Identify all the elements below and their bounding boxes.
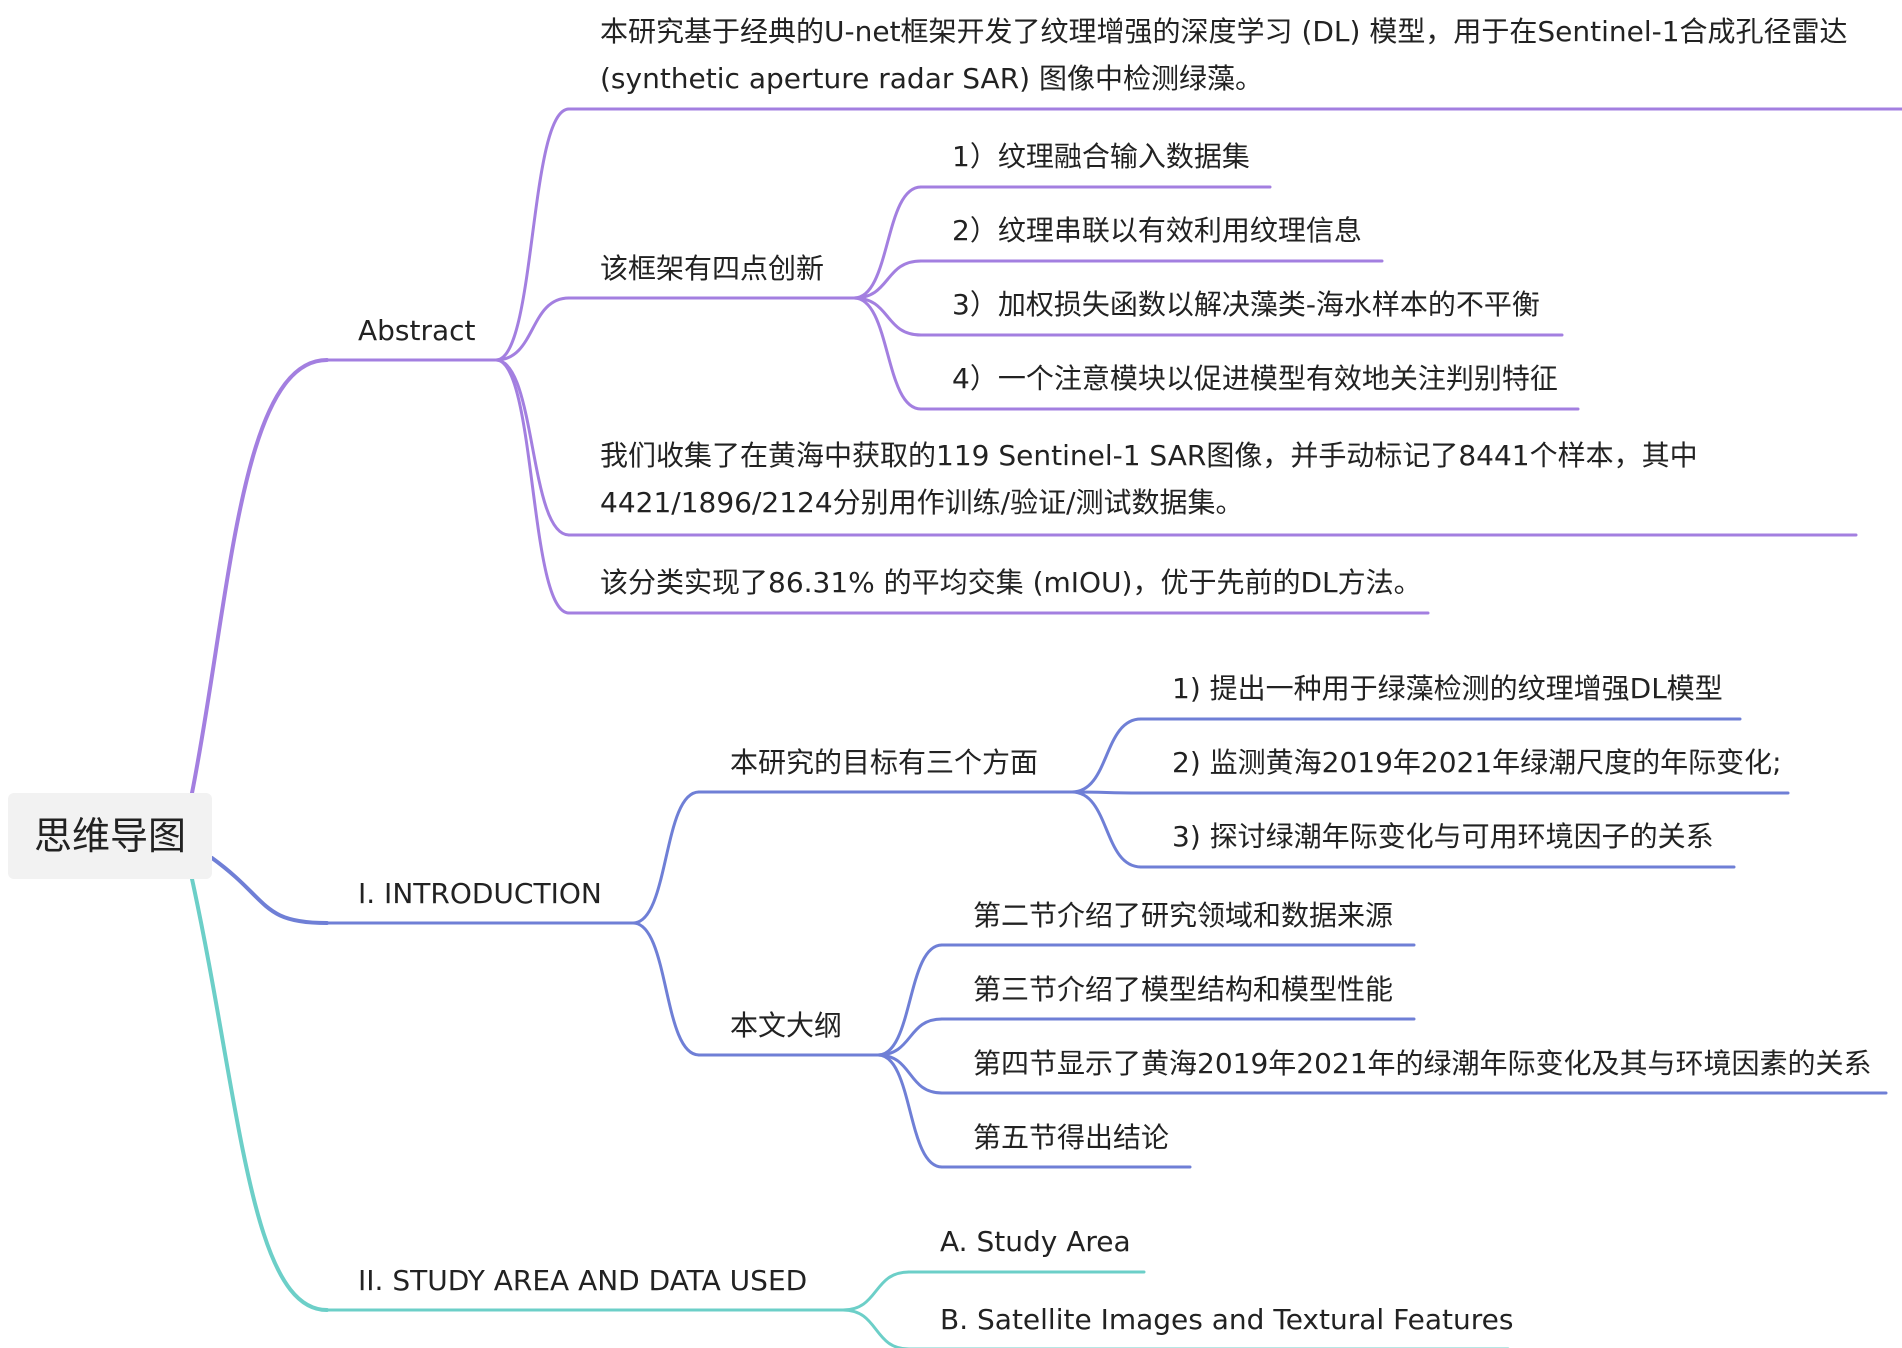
edge-b0c1g1 [852, 259, 923, 300]
edge-b2c1 [841, 1308, 911, 1348]
edge-b1c0g0 [1070, 717, 1143, 794]
root-node[interactable]: 思维导图 [8, 793, 212, 879]
innovation-3-node[interactable]: 3）加权损失函数以解决藻类-海水样本的不平衡 [952, 288, 1540, 321]
innovation-4-node[interactable]: 4）一个注意模块以促进模型有效地关注判别特征 [952, 362, 1558, 395]
edge-b1c0g1 [1070, 790, 1143, 795]
edge-b0c0 [494, 107, 571, 362]
edge-root-study-area [190, 877, 329, 1312]
edge-b0c3 [494, 358, 571, 615]
outline-section-2-node[interactable]: 第二节介绍了研究领域和数据来源 [973, 899, 1394, 932]
edge-root-abstract [190, 358, 329, 795]
edge-b1c0g2 [1070, 790, 1143, 869]
edge-root-introduction [210, 856, 329, 925]
intro-objectives-node[interactable]: 本研究的目标有三个方面 [730, 746, 1039, 779]
edge-b1c1 [631, 921, 701, 1057]
edge-b0c2 [494, 358, 571, 537]
edge-b1c1g3 [876, 1053, 944, 1169]
edge-b0c1g0 [852, 185, 923, 300]
abstract-result-node[interactable]: 该分类实现了86.31% 的平均交集 (mIOU)，优于先前的DL方法。 [600, 566, 1422, 599]
edge-b0c1 [494, 296, 571, 362]
branch-introduction[interactable]: I. INTRODUCTION [358, 877, 602, 910]
edge-b1c1g0 [876, 943, 944, 1057]
objective-1-node[interactable]: 1) 提出一种用于绿藻检测的纹理增强DL模型 [1172, 672, 1723, 705]
innovation-1-node[interactable]: 1）纹理融合输入数据集 [952, 140, 1250, 173]
edge-b1c0 [631, 790, 701, 925]
outline-section-4-node[interactable]: 第四节显示了黄海2019年2021年的绿潮年际变化及其与环境因素的关系 [973, 1047, 1872, 1080]
abstract-innovations-node[interactable]: 该框架有四点创新 [600, 252, 825, 285]
abstract-dataset-node[interactable]: 我们收集了在黄海中获取的119 Sentinel-1 SAR图像，并手动标记了8… [600, 439, 1698, 519]
outline-section-5-node[interactable]: 第五节得出结论 [973, 1121, 1170, 1154]
intro-outline-node[interactable]: 本文大纲 [730, 1009, 843, 1042]
edge-b1c1g2 [876, 1053, 944, 1095]
outline-section-3-node[interactable]: 第三节介绍了模型结构和模型性能 [973, 973, 1394, 1006]
innovation-2-node[interactable]: 2）纹理串联以有效利用纹理信息 [952, 214, 1362, 247]
objective-2-node[interactable]: 2) 监测黄海2019年2021年绿潮尺度的年际变化; [1172, 746, 1782, 779]
edge-b2c0 [841, 1270, 911, 1312]
objective-3-node[interactable]: 3) 探讨绿潮年际变化与可用环境因子的关系 [1172, 820, 1714, 853]
abstract-summary-node[interactable]: 本研究基于经典的U-net框架开发了纹理增强的深度学习 (DL) 模型，用于在S… [600, 15, 1848, 95]
satellite-images-node[interactable]: B. Satellite Images and Textural Feature… [940, 1303, 1514, 1336]
edge-b0c1g2 [852, 296, 923, 337]
branch-abstract[interactable]: Abstract [358, 314, 476, 347]
edge-b0c1g3 [852, 296, 923, 411]
study-area-node[interactable]: A. Study Area [940, 1225, 1131, 1258]
branch-study-area-and-data-used[interactable]: II. STUDY AREA AND DATA USED [358, 1264, 808, 1297]
edge-b1c1g1 [876, 1017, 944, 1057]
